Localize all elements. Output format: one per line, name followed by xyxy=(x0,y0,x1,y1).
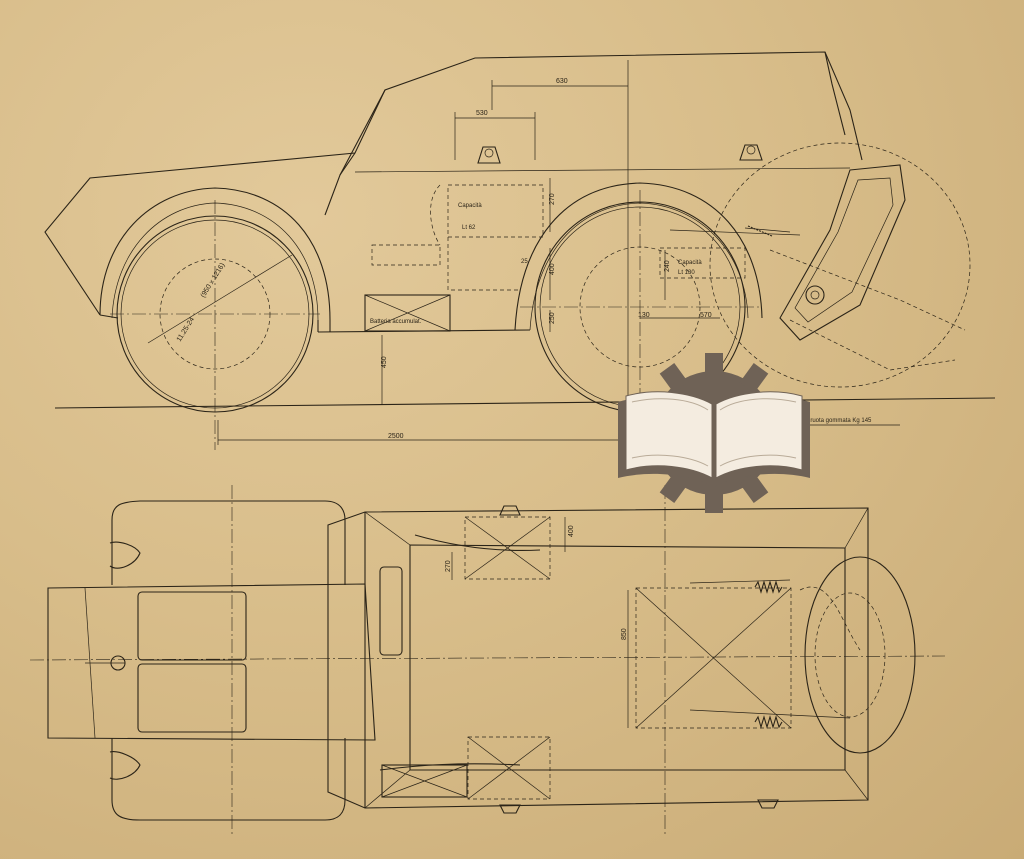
lug-front-upper xyxy=(499,505,521,516)
top-dim-270: 270 xyxy=(445,560,452,572)
tank-rear-capacity: Lt 130 xyxy=(678,270,695,276)
spring-lower xyxy=(754,715,783,729)
engine-compartment xyxy=(635,587,792,729)
dim-25: 25 xyxy=(521,259,528,265)
spring-upper xyxy=(754,580,783,594)
lug-rear-lower xyxy=(757,799,779,809)
tyre-diameter: (950 x 1216) xyxy=(200,262,227,299)
rear-wheel-arch xyxy=(514,182,763,331)
rear-fuel-tank xyxy=(659,247,746,279)
gear-tooth xyxy=(659,473,689,504)
gear-tooth xyxy=(705,353,723,377)
front-hood xyxy=(47,583,376,741)
dim-400: 400 xyxy=(549,263,556,275)
tank-front-capacity: Lt 62 xyxy=(462,225,476,231)
top-view: 400 270 850 xyxy=(29,485,946,835)
spare-wheel-weight: Peso ruota gommata Kg 145 xyxy=(795,418,872,424)
battery-box-top xyxy=(381,764,468,798)
dim-270: 270 xyxy=(549,193,556,205)
battery-box xyxy=(364,294,451,332)
gear-tooth xyxy=(739,473,769,504)
hatch-box-lower xyxy=(467,736,551,800)
dim-250: 250 xyxy=(549,312,556,324)
dim-240: 240 xyxy=(664,260,671,272)
tyre-size: 11.25-24 xyxy=(176,316,196,343)
battery-label: Batteria accumulat. xyxy=(370,319,422,325)
dim-450: 450 xyxy=(381,356,388,368)
tank-rear-title: Capacità xyxy=(678,260,702,266)
spare-wheel-carrier xyxy=(669,142,971,388)
spare-wheel-top xyxy=(804,556,916,754)
body-top-outline xyxy=(327,507,869,809)
hatch-rear xyxy=(739,144,763,161)
hatch-front xyxy=(477,146,501,164)
ground-line xyxy=(54,397,996,409)
top-centerline xyxy=(29,655,946,661)
front-wheel-arch xyxy=(99,187,331,332)
lug-front-lower xyxy=(499,804,521,814)
hatch-box-upper xyxy=(464,516,551,580)
side-dimensions xyxy=(217,60,900,445)
book-gear-logo xyxy=(618,353,810,513)
dim-130: 130 xyxy=(638,312,650,319)
dim-630: 630 xyxy=(556,78,568,85)
top-dim-850: 850 xyxy=(621,628,628,640)
front-fuel-tank xyxy=(447,184,544,238)
front-fender-upper xyxy=(111,500,346,585)
cab-window xyxy=(379,566,403,656)
side-view: 630 530 270 400 240 250 130 570 450 2500… xyxy=(44,51,996,450)
dim-530: 530 xyxy=(476,110,488,117)
top-dim-400: 400 xyxy=(568,525,575,537)
gear-tooth xyxy=(659,362,689,393)
body-outline xyxy=(44,51,863,316)
dim-2500: 2500 xyxy=(388,433,404,440)
gear-tooth xyxy=(705,489,723,513)
gear-tooth xyxy=(739,362,769,393)
dim-570: 570 xyxy=(700,312,712,319)
front-fender-lower xyxy=(111,738,346,821)
tank-front-title: Capacità xyxy=(458,203,482,209)
